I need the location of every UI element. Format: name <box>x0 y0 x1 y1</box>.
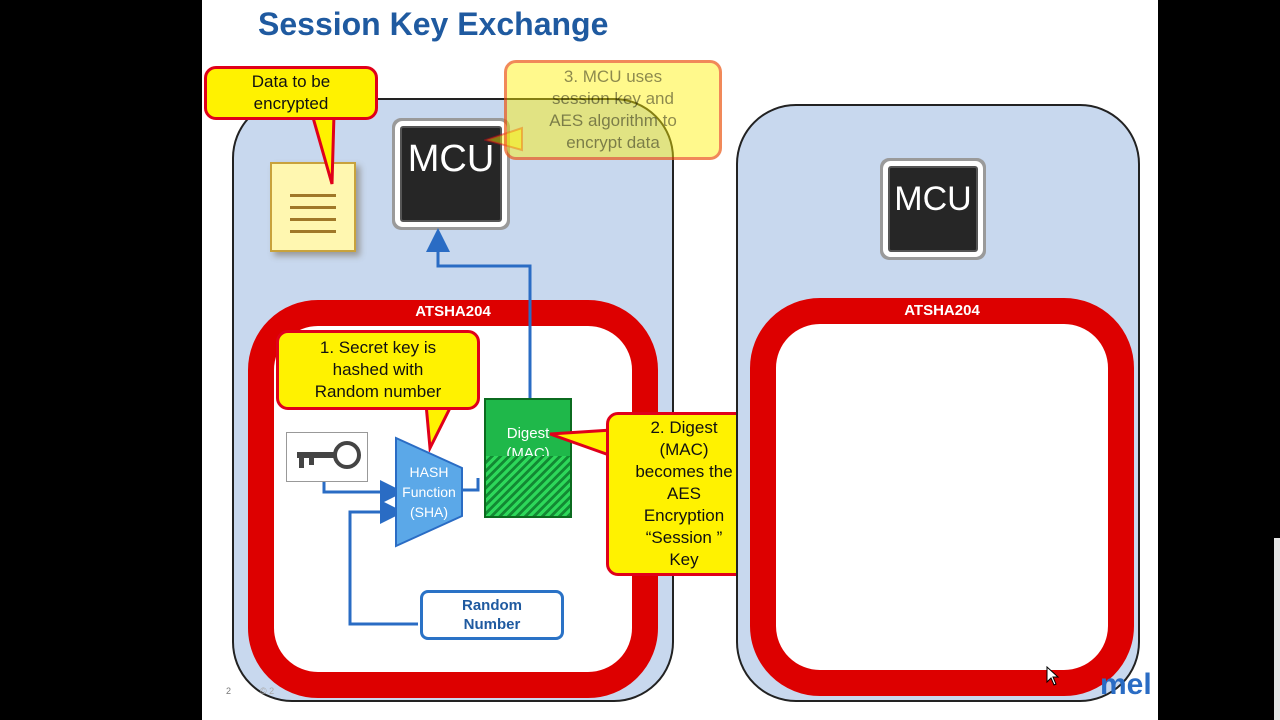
callout-data-to-encrypt: Data to be encrypted <box>204 66 378 120</box>
right-atsha-label: ATSHA204 <box>904 302 980 319</box>
connector-wires <box>322 228 532 626</box>
left-mcu-chip: MCU <box>400 126 502 222</box>
left-mcu-label: MCU <box>407 138 495 180</box>
digest-pattern <box>486 456 570 516</box>
callout-data-tail <box>310 112 336 185</box>
scrollbar-thumb[interactable] <box>1274 538 1280 720</box>
slide: Session Key Exchange ATSHA204 MCU HASH F… <box>202 0 1158 720</box>
right-mcu-chip: MCU <box>888 166 978 252</box>
right-mcu-label: MCU <box>894 180 972 218</box>
slide-title: Session Key Exchange <box>258 6 609 42</box>
right-atsha-chip <box>750 298 1134 696</box>
page-number: 2 <box>226 686 232 696</box>
callout-step1: 1. Secret key is hashed with Random numb… <box>276 330 480 410</box>
document-icon <box>270 162 356 252</box>
copyright-text: © 2 <box>260 686 275 696</box>
callout-step3: 3. MCU uses session key and AES algorith… <box>504 60 722 160</box>
hash-function-block <box>395 436 463 548</box>
random-number-box: Random Number <box>420 590 564 640</box>
digest-mac-box: Digest (MAC) <box>484 398 572 518</box>
hash-function-label: HASH Function (SHA) <box>402 464 456 520</box>
key-icon <box>286 432 368 482</box>
left-atsha-label: ATSHA204 <box>415 303 491 320</box>
company-logo: mel <box>1100 668 1152 701</box>
callout-step3-tail <box>484 126 523 152</box>
mouse-cursor-icon <box>1046 666 1060 686</box>
